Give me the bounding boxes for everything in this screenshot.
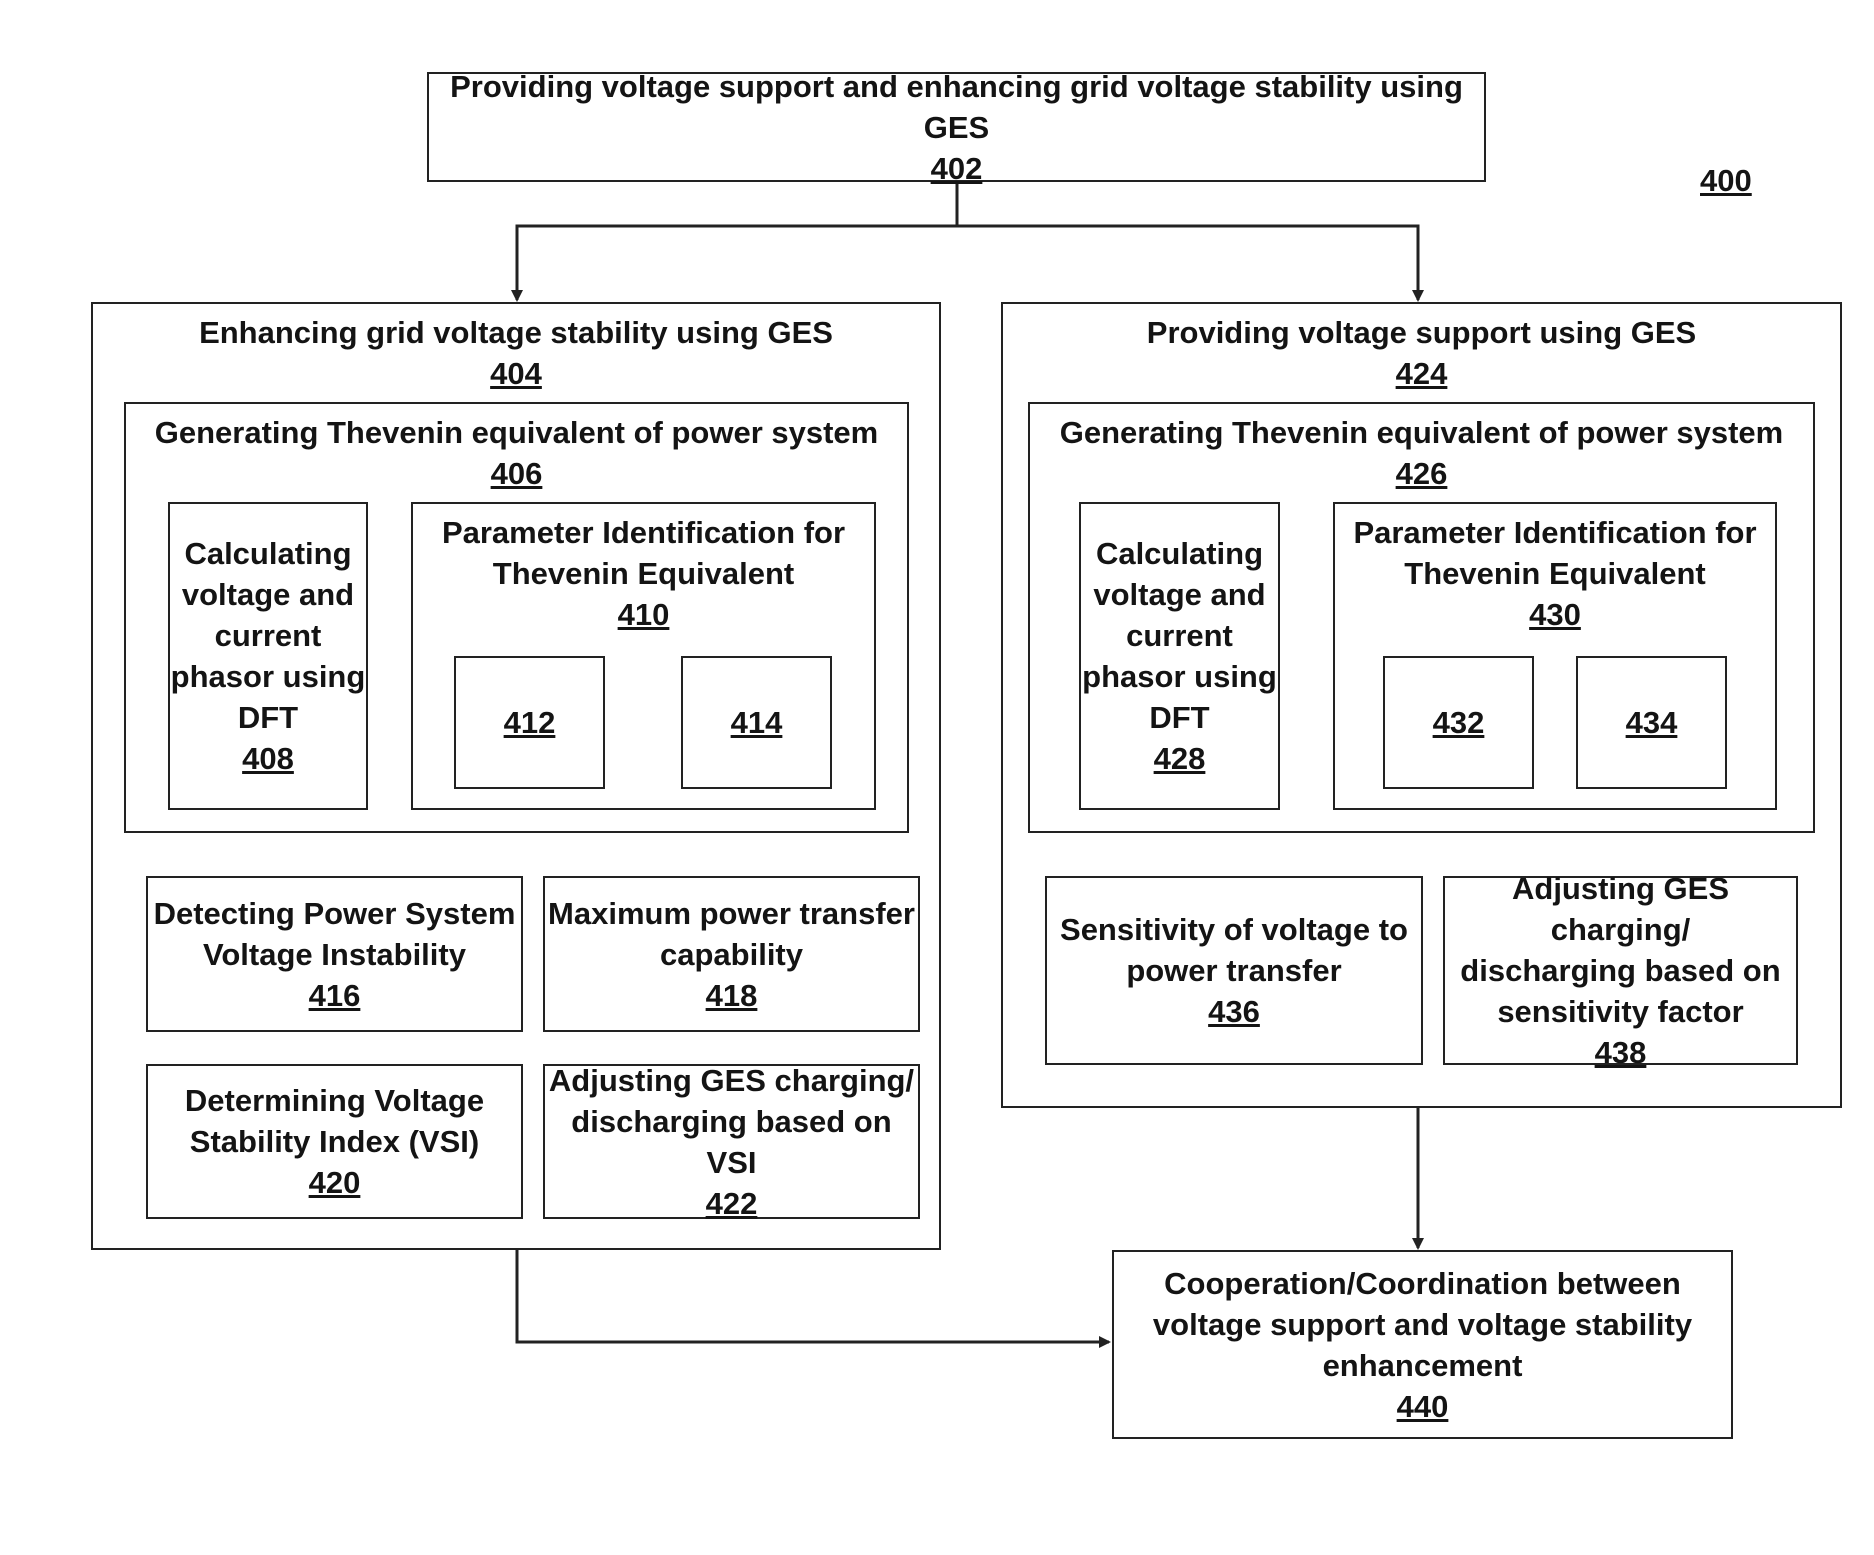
box-404-ref: 404: [93, 353, 939, 394]
box-436-ref: 436: [1208, 991, 1260, 1032]
box-432: 432: [1383, 656, 1534, 789]
box-406-ref: 406: [126, 453, 907, 494]
box-434-ref: 434: [1626, 702, 1678, 743]
box-416-ref: 416: [309, 975, 361, 1016]
box-416-detect-instability: Detecting Power System Voltage Instabili…: [146, 876, 523, 1032]
box-430-label: Parameter Identification for Thevenin Eq…: [1335, 512, 1775, 594]
box-402-label: Providing voltage support and enhancing …: [429, 66, 1484, 148]
box-422-label: Adjusting GES charging/ discharging base…: [545, 1060, 918, 1183]
box-428-phasor-dft-right: Calculating voltage and current phasor u…: [1079, 502, 1280, 810]
arrow-404-to-440: [517, 1250, 1109, 1342]
box-402-ref: 402: [931, 148, 983, 189]
arrow-402-to-404: [517, 182, 957, 300]
box-408-phasor-dft-left: Calculating voltage and current phasor u…: [168, 502, 368, 810]
box-410-ref: 410: [413, 594, 874, 635]
box-438-label: Adjusting GES charging/ discharging base…: [1445, 868, 1796, 1032]
box-406-label: Generating Thevenin equivalent of power …: [126, 412, 907, 453]
box-438-adjust-ges-sensitivity: Adjusting GES charging/ discharging base…: [1443, 876, 1798, 1065]
box-420-ref: 420: [309, 1162, 361, 1203]
figure-reference-number: 400: [1700, 160, 1752, 201]
box-434: 434: [1576, 656, 1727, 789]
box-436-label: Sensitivity of voltage to power transfer: [1060, 909, 1408, 991]
box-420-label: Determining Voltage Stability Index (VSI…: [185, 1080, 484, 1162]
box-426-label: Generating Thevenin equivalent of power …: [1030, 412, 1813, 453]
box-402-main-process: Providing voltage support and enhancing …: [427, 72, 1486, 182]
box-428-label: Calculating voltage and current phasor u…: [1082, 533, 1277, 738]
box-408-label: Calculating voltage and current phasor u…: [171, 533, 366, 738]
box-412-ref: 412: [504, 702, 556, 743]
box-412: 412: [454, 656, 605, 789]
box-432-ref: 432: [1433, 702, 1485, 743]
box-414: 414: [681, 656, 832, 789]
box-416-label: Detecting Power System Voltage Instabili…: [154, 893, 516, 975]
box-422-adjust-ges-vsi: Adjusting GES charging/ discharging base…: [543, 1064, 920, 1219]
box-428-ref: 428: [1154, 738, 1206, 779]
box-418-ref: 418: [706, 975, 758, 1016]
box-430-ref: 430: [1335, 594, 1775, 635]
box-440-ref: 440: [1397, 1386, 1449, 1427]
box-424-label: Providing voltage support using GES: [1003, 312, 1840, 353]
box-440-cooperation: Cooperation/Coordination between voltage…: [1112, 1250, 1733, 1439]
box-436-voltage-sensitivity: Sensitivity of voltage to power transfer…: [1045, 876, 1423, 1065]
box-440-label: Cooperation/Coordination between voltage…: [1153, 1263, 1692, 1386]
box-420-determine-vsi: Determining Voltage Stability Index (VSI…: [146, 1064, 523, 1219]
box-424-ref: 424: [1003, 353, 1840, 394]
box-422-ref: 422: [706, 1183, 758, 1224]
box-410-label: Parameter Identification for Thevenin Eq…: [413, 512, 874, 594]
arrow-402-to-424: [957, 226, 1418, 300]
box-414-ref: 414: [731, 702, 783, 743]
box-438-ref: 438: [1595, 1032, 1647, 1073]
box-418-max-power-transfer: Maximum power transfer capability 418: [543, 876, 920, 1032]
box-408-ref: 408: [242, 738, 294, 779]
box-404-label: Enhancing grid voltage stability using G…: [93, 312, 939, 353]
box-418-label: Maximum power transfer capability: [548, 893, 915, 975]
box-426-ref: 426: [1030, 453, 1813, 494]
